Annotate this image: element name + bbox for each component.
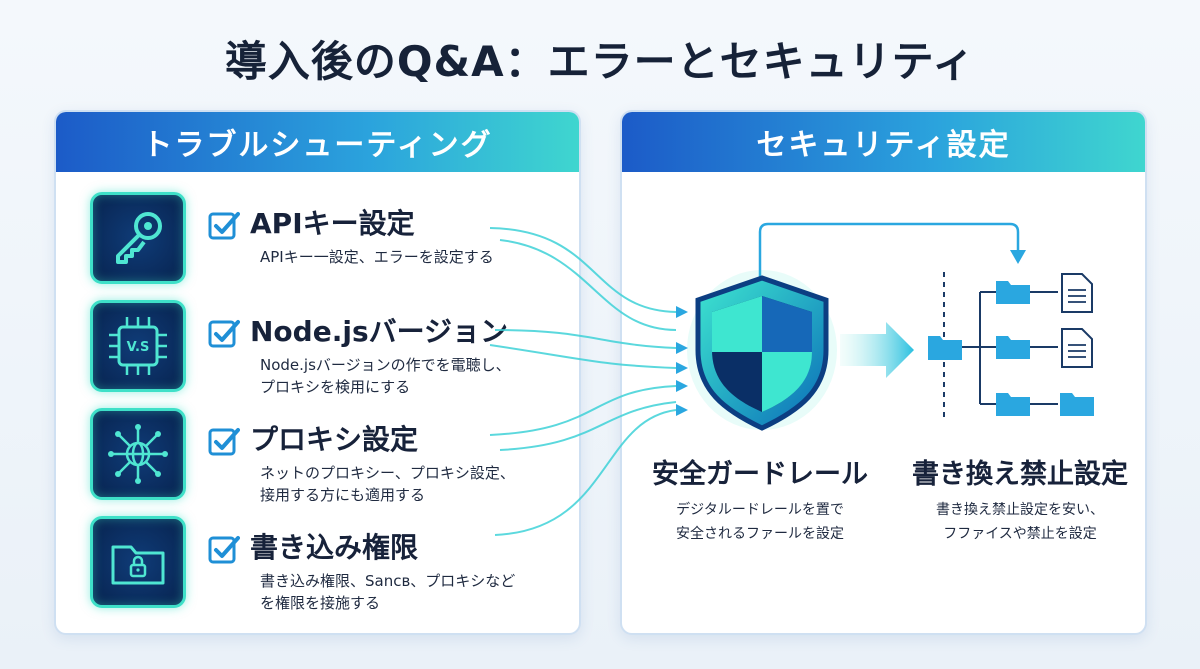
- checkbox-checked-icon: [208, 320, 240, 348]
- troubleshoot-item-node-version: V.S Node.jsバージョン Node.jsバージョンの作でを電聴し、 プロ…: [90, 300, 570, 396]
- guardrail-description: デジタルードレールを置で 安全されるファールを設定: [676, 502, 844, 542]
- checkbox-checked-icon: [208, 428, 240, 456]
- item-title: 書き込み権限: [250, 531, 419, 564]
- guardrail-title: 安全ガードレール: [652, 459, 868, 490]
- chip-label: V.S: [127, 340, 150, 355]
- checkbox-checked-icon: [208, 536, 240, 564]
- item-title: プロキシ設定: [250, 423, 419, 456]
- item-title: APIキー設定: [250, 207, 415, 240]
- security-panel: セキュリティ設定: [620, 110, 1147, 635]
- troubleshooting-heading: トラブルシューティング: [56, 112, 579, 172]
- troubleshoot-item-api-key: APIキー設定 APIキー一設定、エラーを設定する: [90, 192, 570, 288]
- item-description: Node.jsバージョンの作でを電聴し、 プロキシを検用にする: [260, 356, 511, 396]
- locked-folder-icon: [90, 516, 186, 608]
- item-description: APIキー一設定、エラーを設定する: [260, 248, 494, 266]
- item-description: ネットのプロキシー、プロキシ設定、 接用する方にも適用する: [260, 464, 515, 504]
- item-title: Node.jsバージョン: [250, 315, 509, 348]
- checkbox-checked-icon: [208, 212, 240, 240]
- troubleshooting-panel: トラブルシューティング APIキー設定 APIキー一設定、エラーを設定する: [54, 110, 581, 635]
- chip-icon: V.S: [90, 300, 186, 392]
- key-icon: [90, 192, 186, 284]
- troubleshoot-item-proxy: プロキシ設定 ネットのプロキシー、プロキシ設定、 接用する方にも適用する: [90, 408, 570, 504]
- page-title: 導入後のQ&A：エラーとセキュリティ: [224, 37, 976, 86]
- readonly-title: 書き換え禁止設定: [912, 459, 1128, 490]
- security-heading: セキュリティ設定: [622, 112, 1145, 172]
- readonly-description: 書き換え禁止設定を安い、 フファイスや禁止を設定: [936, 502, 1104, 542]
- troubleshoot-item-write-permission: 書き込み権限 書き込み権限、Sancв、プロキシなど を権限を接施する: [90, 516, 570, 612]
- network-globe-icon: [90, 408, 186, 500]
- item-description: 書き込み権限、Sancв、プロキシなど を権限を接施する: [260, 572, 516, 612]
